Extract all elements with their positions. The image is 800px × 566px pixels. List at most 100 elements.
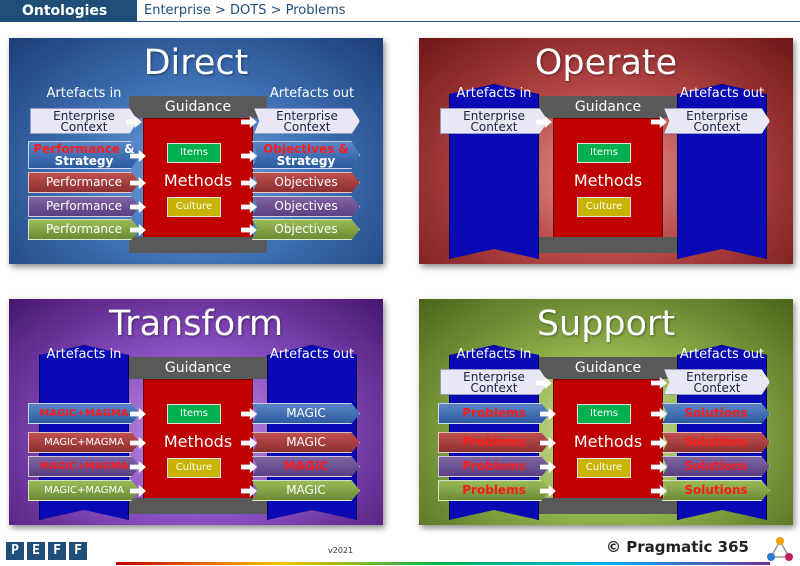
guidance-label: Guidance xyxy=(164,99,232,115)
peff-logo: P E F F xyxy=(6,542,87,560)
artefact-out-row: Objectives xyxy=(252,172,360,193)
guidance-band xyxy=(539,96,677,118)
row-text-red: MAGIC+MAGMA xyxy=(39,461,129,472)
artefacts-out-label: Artefacts out xyxy=(269,86,355,101)
context-line2: Context xyxy=(60,120,108,134)
methods-label: Methods xyxy=(573,171,643,190)
panel-transform: Transform Artefacts in Artefacts out Gui… xyxy=(9,299,383,525)
row-text-red: Objectives & xyxy=(263,142,349,156)
peff-letter: E xyxy=(27,542,45,560)
base-band xyxy=(129,498,267,514)
row-text-red: Solutions xyxy=(684,406,748,420)
row-text-red: Performance xyxy=(33,142,120,156)
culture-chip: Culture xyxy=(577,197,631,217)
guidance-band xyxy=(129,357,267,379)
artefact-in-row: Problems xyxy=(438,403,550,424)
row-text: Strategy xyxy=(276,154,336,168)
row-text-red: Solutions xyxy=(684,483,748,497)
artefact-in-row: Performance xyxy=(28,196,140,217)
culture-chip: Culture xyxy=(167,458,221,478)
base-band xyxy=(539,237,677,253)
artefact-out-row: Objectives &Strategy xyxy=(252,141,360,169)
row-text: & xyxy=(119,142,135,156)
artefact-in-row: MAGIC+MAGMA xyxy=(28,432,140,453)
artefact-in-row: Problems xyxy=(438,432,550,453)
context-line2: Context xyxy=(470,381,518,395)
base-band xyxy=(129,237,267,253)
artefact-in-row: MAGIC+MAGMA xyxy=(28,403,140,424)
methods-core xyxy=(553,379,663,499)
row-text-red: MAGIC xyxy=(283,459,329,473)
row-text-red: Solutions xyxy=(684,435,748,449)
guidance-label: Guidance xyxy=(164,360,232,376)
panel-title: Operate xyxy=(534,43,678,83)
artefacts-in-label: Artefacts in xyxy=(46,347,122,362)
panel-title: Transform xyxy=(108,304,284,344)
artefact-in-row: Performance xyxy=(28,172,140,193)
methods-label: Methods xyxy=(573,432,643,451)
panel-support: Support Artefacts in Artefacts out Guida… xyxy=(419,299,793,525)
row-text-red: Problems xyxy=(462,459,526,473)
artefacts-out-label: Artefacts out xyxy=(269,347,355,362)
guidance-band xyxy=(129,96,267,118)
version-label: v2021 xyxy=(328,546,354,555)
artefact-in-row: MAGIC+MAGMA xyxy=(28,456,140,477)
context-line1: Enterprise xyxy=(276,109,338,123)
guidance-band xyxy=(539,357,677,379)
pragmatic-logo-icon xyxy=(767,537,793,561)
methods-core xyxy=(143,118,253,238)
artefacts-in-label: Artefacts in xyxy=(456,86,532,101)
items-chip: Items xyxy=(577,143,631,163)
items-chip: Items xyxy=(577,404,631,424)
artefact-out-row: MAGIC xyxy=(252,432,360,453)
context-line2: Context xyxy=(283,120,331,134)
brand-name: © Pragmatic 365 xyxy=(606,538,749,556)
context-line1: Enterprise xyxy=(686,109,748,123)
artefact-out-row: MAGIC xyxy=(252,456,360,477)
panel-operate: Operate Artefacts in Artefacts out Guida… xyxy=(419,38,793,264)
culture-chip: Culture xyxy=(167,197,221,217)
row-text-red: Problems xyxy=(462,483,526,497)
methods-core xyxy=(553,118,663,238)
artefacts-out-label: Artefacts out xyxy=(679,347,765,362)
artefact-in-row: MAGIC+MAGMA xyxy=(28,480,140,501)
artefact-out-row: Objectives xyxy=(252,196,360,217)
context-line2: Context xyxy=(693,381,741,395)
guidance-label: Guidance xyxy=(574,360,642,376)
artefact-in-row: Problems xyxy=(438,456,550,477)
peff-letter: F xyxy=(69,542,87,560)
artefacts-out-label: Artefacts out xyxy=(679,86,765,101)
artefact-out-row: Solutions xyxy=(662,432,770,453)
artefact-out-row: MAGIC xyxy=(252,403,360,424)
artefact-in-row: Performance xyxy=(28,219,140,240)
peff-letter: P xyxy=(6,542,24,560)
methods-label: Methods xyxy=(163,171,233,190)
items-chip: Items xyxy=(167,143,221,163)
artefact-out-row: MAGIC xyxy=(252,480,360,501)
header-bar: Ontologies Enterprise > DOTS > Problems xyxy=(0,0,800,22)
artefact-in-row: Problems xyxy=(438,480,550,501)
artefact-in-row: Performance & Strategy xyxy=(28,141,140,169)
methods-label: Methods xyxy=(163,432,233,451)
row-text-red: MAGIC+MAGMA xyxy=(39,408,129,419)
context-line2: Context xyxy=(693,120,741,134)
artefacts-in-label: Artefacts in xyxy=(456,347,532,362)
context-line1: Enterprise xyxy=(463,370,525,384)
base-band xyxy=(539,498,677,514)
row-text: Strategy xyxy=(54,154,114,168)
footer: P E F F v2021 © Pragmatic 365 xyxy=(0,530,800,566)
items-chip: Items xyxy=(167,404,221,424)
guidance-label: Guidance xyxy=(574,99,642,115)
artefact-out-row: Solutions xyxy=(662,480,770,501)
panel-direct: Direct Artefacts in Artefacts out Guidan… xyxy=(9,38,383,264)
artefact-out-row: Solutions xyxy=(662,403,770,424)
rainbow-rule xyxy=(116,562,770,565)
breadcrumb[interactable]: Enterprise > DOTS > Problems xyxy=(137,0,800,22)
artefacts-in-label: Artefacts in xyxy=(46,86,122,101)
context-line2: Context xyxy=(470,120,518,134)
